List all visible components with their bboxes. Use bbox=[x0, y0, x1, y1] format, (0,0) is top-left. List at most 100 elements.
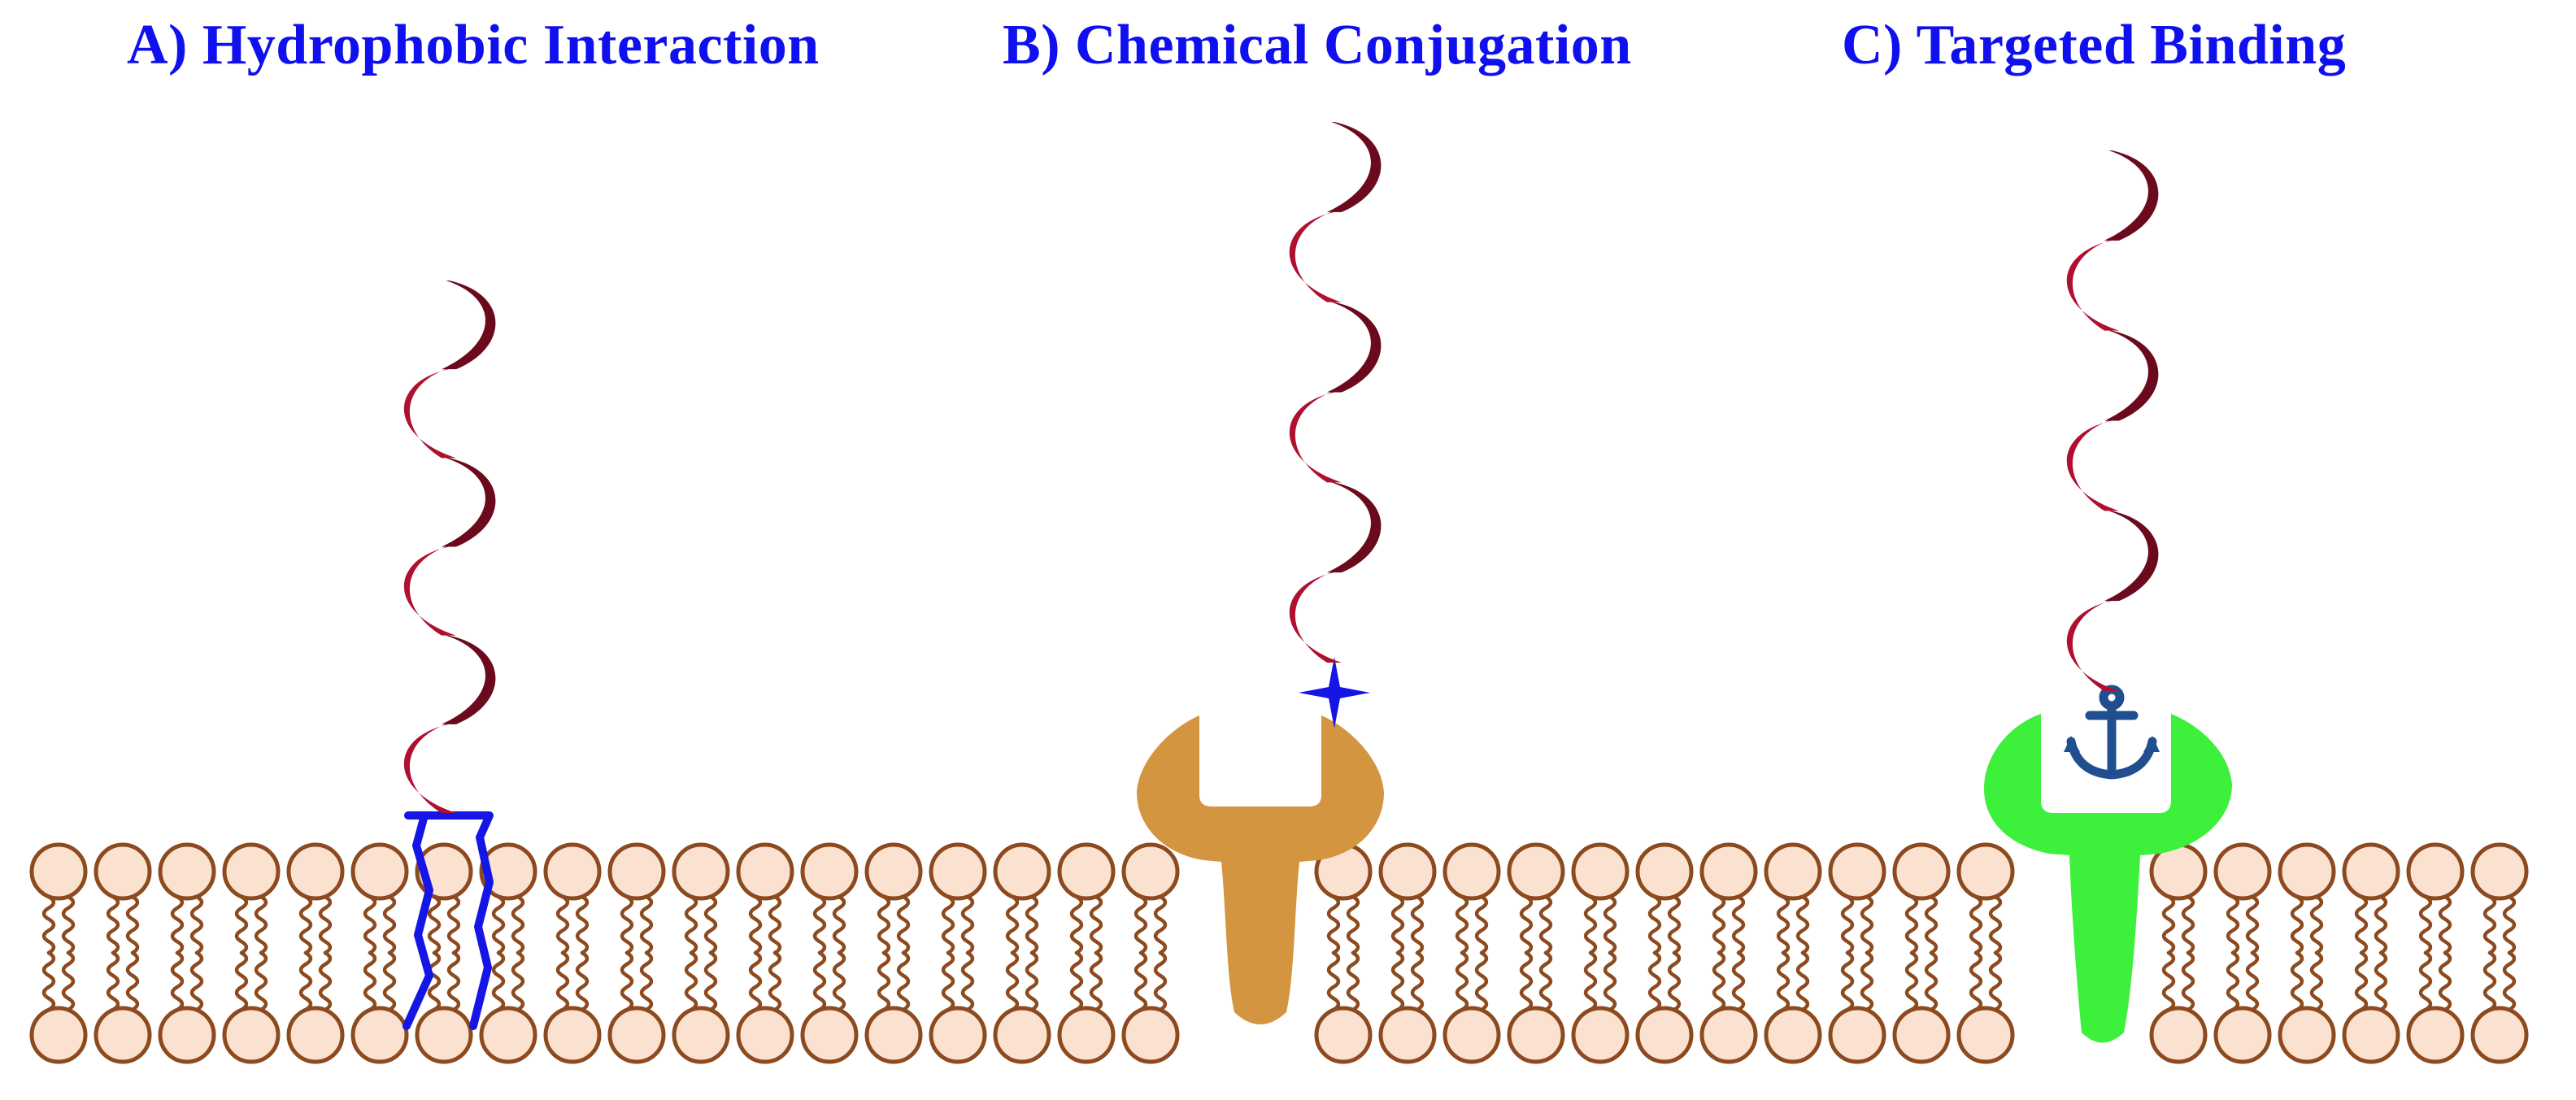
lipid-head bbox=[736, 842, 794, 901]
ribbon-segment bbox=[2104, 150, 2159, 241]
lipid-tail bbox=[1712, 950, 1726, 1012]
lipid-tail bbox=[491, 894, 506, 955]
lipid-tail bbox=[170, 894, 185, 955]
lipid-tail bbox=[896, 894, 911, 955]
lipid-head bbox=[993, 1006, 1051, 1064]
lipid-head bbox=[929, 842, 987, 901]
lipid-head bbox=[864, 1006, 923, 1064]
lipid-tail bbox=[363, 950, 377, 1012]
lipid-tail bbox=[2161, 894, 2176, 955]
lipid-tail bbox=[877, 894, 891, 955]
lipid-tail bbox=[1326, 894, 1341, 955]
lipid-head bbox=[672, 1006, 730, 1064]
lipid-head bbox=[415, 1006, 473, 1064]
lipid-tail bbox=[1840, 894, 1855, 955]
panel-a-title: A) Hydrophobic Interaction bbox=[127, 14, 820, 76]
lipid-head bbox=[2342, 1006, 2400, 1064]
lipid-tail bbox=[1455, 894, 1469, 955]
lipid-head bbox=[1764, 1006, 1822, 1064]
lipid-tail bbox=[2482, 894, 2497, 955]
lipid-head bbox=[1571, 1006, 1630, 1064]
lipid-tail bbox=[2418, 894, 2433, 955]
helical-ribbon-c bbox=[2066, 150, 2159, 691]
lipid-head bbox=[350, 1006, 409, 1064]
lipid-head bbox=[286, 1006, 345, 1064]
lipid-tail bbox=[1538, 950, 1553, 1012]
lipid-tail bbox=[1538, 894, 1553, 955]
lipid-head bbox=[94, 842, 152, 901]
lipid-bilayer bbox=[29, 842, 2529, 1064]
lipid-head bbox=[2278, 1006, 2336, 1064]
lipid-tail bbox=[1474, 950, 1489, 1012]
lipid-tail bbox=[363, 894, 377, 955]
lipid-tail bbox=[1647, 950, 1662, 1012]
lipid-head bbox=[158, 842, 216, 901]
lipid-tail bbox=[832, 950, 846, 1012]
lipid-tail bbox=[555, 950, 570, 1012]
lipid-tail bbox=[1005, 894, 1020, 955]
lipid-tail bbox=[1776, 950, 1791, 1012]
lipid-tail bbox=[684, 894, 698, 955]
lipid-head bbox=[222, 1006, 281, 1064]
lipid-tail bbox=[189, 894, 204, 955]
lipid-head bbox=[800, 842, 859, 901]
panel-c-title: C) Targeted Binding bbox=[1842, 14, 2346, 76]
lipid-head bbox=[1057, 842, 1116, 901]
lipid-tail bbox=[1904, 950, 1919, 1012]
lipid-tail bbox=[639, 894, 654, 955]
lipid-head bbox=[2406, 1006, 2465, 1064]
lipid-tail bbox=[1390, 894, 1405, 955]
lipid-tail bbox=[106, 894, 120, 955]
lipid-head bbox=[736, 1006, 794, 1064]
lipid-head bbox=[1314, 1006, 1373, 1064]
lipid-head bbox=[1442, 842, 1501, 901]
lipid-tail bbox=[1089, 894, 1103, 955]
lipid-tail bbox=[877, 950, 891, 1012]
lipid-tail bbox=[1025, 894, 1039, 955]
lipid-tail bbox=[1410, 894, 1425, 955]
lipid-tail bbox=[318, 894, 333, 955]
lipid-tail bbox=[2354, 950, 2369, 1012]
lipid-tail bbox=[1969, 950, 1983, 1012]
lipid-tail bbox=[1474, 894, 1489, 955]
lipid-head bbox=[1699, 842, 1758, 901]
lipid-tail bbox=[1326, 950, 1341, 1012]
lipid-tail bbox=[1667, 950, 1682, 1012]
lipid-head bbox=[350, 842, 409, 901]
lipid-head bbox=[479, 1006, 537, 1064]
helical-ribbon-a bbox=[403, 280, 496, 813]
lipid-tail bbox=[684, 950, 698, 1012]
lipid-tail bbox=[511, 950, 525, 1012]
lipid-tail bbox=[1069, 950, 1084, 1012]
lipid-tail bbox=[1346, 894, 1360, 955]
lipid-tail bbox=[1776, 894, 1791, 955]
lipid-tail bbox=[1731, 894, 1746, 955]
lipid-tail bbox=[61, 950, 76, 1012]
lipid-head bbox=[2342, 842, 2400, 901]
lipid-tail bbox=[1390, 950, 1405, 1012]
ribbon-segment bbox=[403, 546, 456, 636]
lipid-tail bbox=[768, 894, 782, 955]
lipid-tail bbox=[1410, 950, 1425, 1012]
lipid-tail bbox=[446, 894, 461, 955]
lipid-head bbox=[1828, 1006, 1886, 1064]
lipid-tail bbox=[620, 950, 634, 1012]
lipid-tail bbox=[427, 894, 442, 955]
lipid-tail bbox=[2482, 950, 2497, 1012]
ribbon-segment bbox=[442, 280, 496, 370]
lipid-head bbox=[1956, 842, 2015, 901]
lipid-head bbox=[29, 1006, 88, 1064]
lipid-tail bbox=[1731, 950, 1746, 1012]
lipid-heads-lower-leaflet bbox=[29, 1006, 2529, 1064]
helical-ribbon-b bbox=[1289, 122, 1382, 663]
lipid-tail bbox=[41, 894, 56, 955]
lipid-tail bbox=[2374, 950, 2388, 1012]
lipid-tail bbox=[234, 894, 249, 955]
lipid-tail bbox=[703, 950, 718, 1012]
lipid-tail bbox=[318, 950, 333, 1012]
lipid-tail bbox=[1860, 950, 1874, 1012]
lipid-head bbox=[94, 1006, 152, 1064]
lipid-tail bbox=[2502, 894, 2517, 955]
lipid-head bbox=[1507, 1006, 1565, 1064]
